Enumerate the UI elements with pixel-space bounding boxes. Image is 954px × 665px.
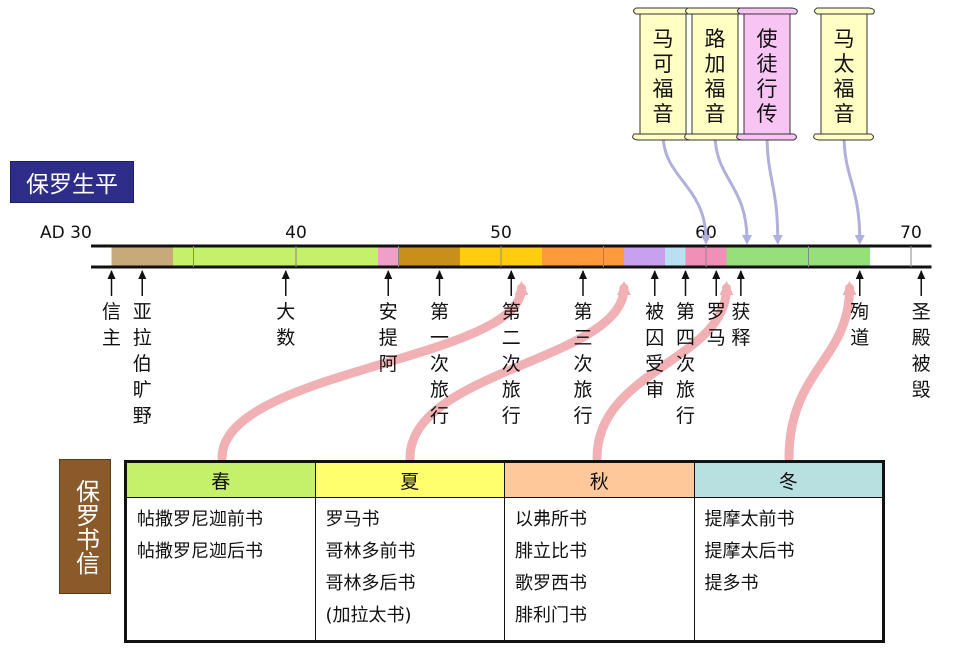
bar-segment (726, 246, 870, 267)
tick-label: 50 (490, 223, 512, 243)
event-arrowhead (107, 270, 116, 279)
event-arrowhead (712, 270, 721, 279)
scroll-label: 路加福音 (705, 27, 726, 126)
letters-summer: 罗马书 哥林多前书 哥林多后书 (加拉太书) (314, 497, 505, 642)
event-label: 第四次旅行 (676, 301, 695, 427)
event-arrowhead (579, 270, 587, 279)
letters-table: 春 夏 秋 冬 帖撒罗尼迦前书 帖撒罗尼迦后书 罗马书 哥林多前书 哥林多后书 … (124, 460, 885, 643)
letter-arrow (217, 281, 529, 463)
event-label: 圣殿被毁 (912, 301, 931, 401)
letters-row: 帖撒罗尼迦前书 帖撒罗尼迦后书 罗马书 哥林多前书 哥林多后书 (加拉太书) 以… (125, 497, 884, 642)
event-arrowhead (138, 270, 147, 279)
letter-item: 提摩太后书 (704, 541, 795, 562)
event-label: 殉道 (850, 301, 869, 349)
event-label: 亚拉伯旷野 (133, 301, 152, 427)
letter-arrows (217, 281, 857, 463)
scroll-label: 马太福音 (834, 27, 855, 126)
letter-item: 提多书 (704, 573, 759, 594)
event-arrowhead (855, 270, 864, 279)
event-label: 第二次旅行 (502, 301, 521, 427)
tick-label: 40 (285, 223, 307, 243)
title-text: 保罗生平 (26, 172, 118, 198)
scroll-label: 马可福音 (653, 27, 674, 126)
letter-arrow (405, 281, 631, 463)
scroll-top-roll (633, 7, 694, 15)
event-label: 获释 (731, 301, 750, 349)
event-arrowhead (917, 270, 926, 279)
letter-item: 帖撒罗尼迦后书 (137, 541, 263, 562)
bar-segment (173, 246, 378, 267)
scroll-body (691, 13, 739, 135)
season-spring: 春 (125, 461, 316, 498)
scroll-top-roll (685, 7, 746, 15)
gospel-arrow (765, 133, 783, 245)
bar-segment (542, 246, 624, 267)
event-label: 被囚受审 (645, 301, 664, 401)
timeline-bar (91, 244, 932, 269)
scroll-top-roll (737, 7, 798, 15)
letters-autumn: 以弗所书 腓立比书 歌罗西书 腓利门书 (504, 497, 695, 642)
letter-item: 哥林多后书 (325, 573, 416, 594)
event-arrowhead (384, 270, 393, 279)
tick-label: 70 (900, 223, 922, 243)
letter-item: 提摩太前书 (704, 509, 795, 530)
scroll-bottom-roll (736, 133, 797, 141)
season-winter: 冬 (693, 461, 884, 498)
letter-item: 帖撒罗尼迦前书 (137, 509, 263, 530)
event-label: 第三次旅行 (573, 301, 592, 427)
scroll-body (820, 13, 868, 135)
event-label: 第一次旅行 (430, 301, 449, 427)
season-autumn: 秋 (504, 461, 695, 498)
letter-item: 以弗所书 (515, 509, 587, 530)
event-arrowhead (650, 270, 659, 279)
event-label: 大数 (276, 301, 295, 349)
letter-item: (加拉太书) (325, 605, 412, 626)
event-arrowhead (507, 270, 516, 279)
event-label: 信主 (102, 301, 121, 349)
scroll-top-roll (814, 7, 875, 15)
event-arrowhead (736, 270, 745, 279)
event-arrowhead (681, 270, 690, 279)
event-label: 罗马 (707, 301, 726, 349)
gospel-arrow (661, 133, 711, 245)
scroll-bottom-roll (684, 133, 745, 141)
bar-segment (398, 246, 460, 267)
bar-segment (378, 246, 399, 267)
title-box: 保罗生平 (10, 161, 134, 203)
letters-spring: 帖撒罗尼迦前书 帖撒罗尼迦后书 (125, 497, 316, 642)
scroll-label: 使徒行传 (757, 27, 778, 126)
letters-winter: 提摩太前书 提摩太后书 提多书 (693, 497, 884, 642)
scroll-bottom-roll (632, 133, 693, 141)
letters-title-box: 保罗书信 (59, 459, 111, 594)
letter-item: 腓立比书 (515, 541, 587, 562)
event-label: 安提阿 (379, 301, 398, 375)
letters-title-text: 保罗书信 (71, 478, 100, 575)
tick-label: AD 30 (40, 223, 92, 243)
gospel-arrow (842, 133, 865, 245)
letter-item: 腓利门书 (515, 605, 587, 626)
bar-segment (111, 246, 173, 267)
event-arrowhead (281, 270, 290, 279)
event-arrowhead (435, 270, 444, 279)
gospel-scrolls: 马可福音 路加福音 使徒行传 马太福音 (632, 7, 875, 245)
scroll-body (743, 13, 791, 135)
gospel-arrow (713, 133, 752, 245)
bar-segment (624, 246, 665, 267)
scroll-bottom-roll (813, 133, 874, 141)
season-header-row: 春 夏 秋 冬 (125, 461, 884, 498)
letter-arrow (784, 281, 857, 463)
letter-arrow (592, 281, 734, 463)
letter-item: 歌罗西书 (515, 573, 587, 594)
bar-segment (665, 246, 686, 267)
letter-item: 罗马书 (325, 509, 380, 530)
letter-item: 哥林多前书 (325, 541, 416, 562)
season-summer: 夏 (314, 461, 505, 498)
